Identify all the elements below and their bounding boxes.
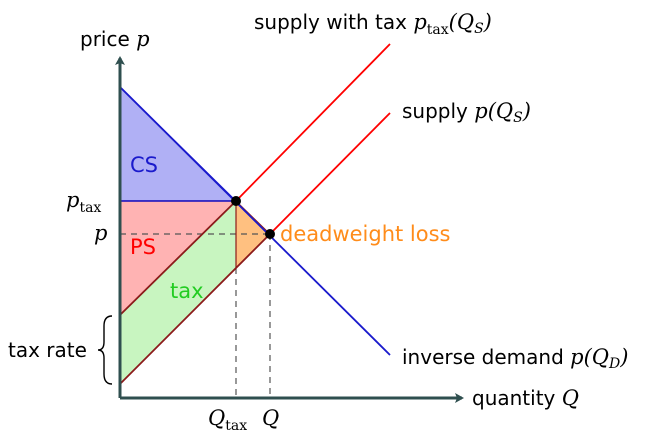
supply-tax-lower-segment xyxy=(119,200,237,316)
ps-label: PS xyxy=(130,235,156,259)
x-axis-label: quantity Q xyxy=(472,386,579,410)
supply-lower-segment xyxy=(119,233,271,385)
equilibrium-point xyxy=(265,229,275,239)
supply-with-tax-line xyxy=(235,43,391,202)
tax-equilibrium-point xyxy=(231,196,241,206)
p-tick-label: p xyxy=(94,221,107,245)
inverse-demand-label: inverse demand p(QD) xyxy=(402,345,628,372)
q-tick-label: Q xyxy=(262,406,279,430)
cs-label: CS xyxy=(130,153,158,177)
deadweight-loss-label: deadweight loss xyxy=(280,222,451,246)
supply-with-tax-label: supply with tax ptax(QS) xyxy=(254,10,492,38)
tax-label: tax xyxy=(170,279,204,303)
supply-label: supply p(QS) xyxy=(402,99,531,126)
inverse-demand-line xyxy=(119,86,391,356)
p-tax-tick-label: ptax xyxy=(66,188,101,216)
q-tax-tick-label: Qtax xyxy=(208,406,247,431)
tax-band-region xyxy=(120,201,236,384)
tax-rate-label: tax rate xyxy=(8,338,87,362)
y-axis-label: price p xyxy=(80,27,150,51)
supply-line xyxy=(269,112,391,235)
tax-rate-brace xyxy=(97,315,113,385)
